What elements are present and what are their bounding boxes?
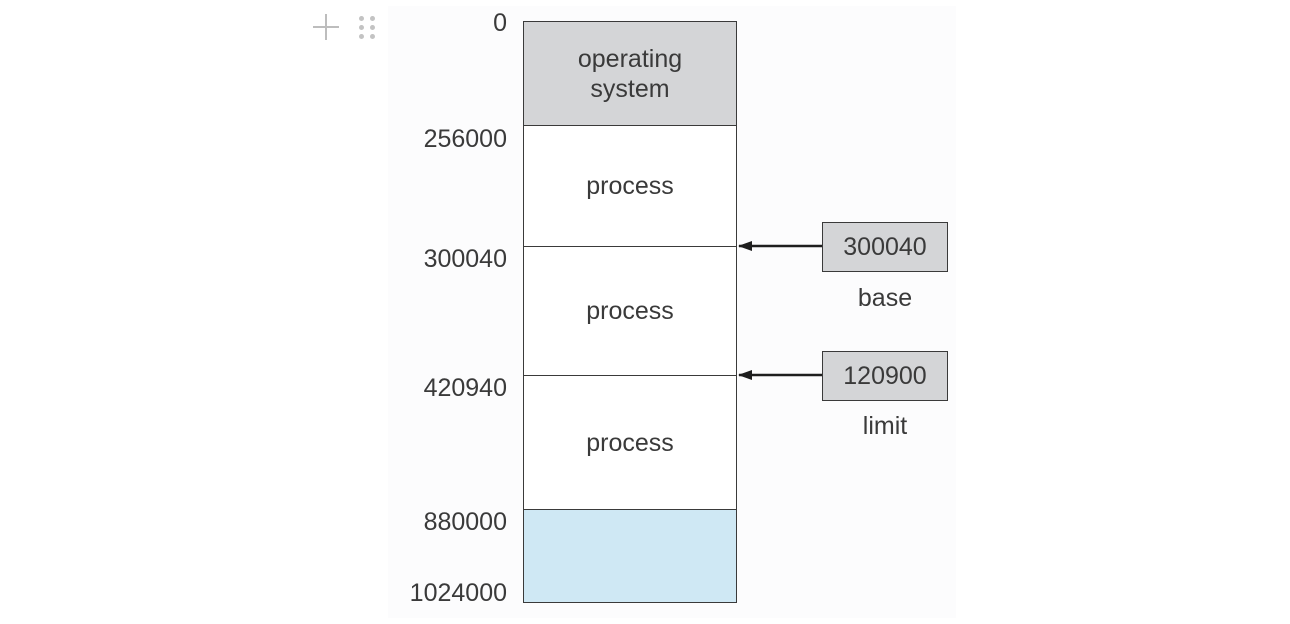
memory-layout: operating system process process process — [523, 21, 737, 603]
limit-register: 120900 — [822, 351, 948, 401]
drag-dots-icon — [359, 15, 375, 39]
process-segment-1: process — [524, 126, 736, 247]
limit-register-label: limit — [862, 412, 908, 440]
address-label: 1024000 — [409, 579, 507, 607]
drag-handle-button[interactable] — [352, 12, 382, 42]
base-register-label: base — [857, 284, 913, 312]
add-block-button[interactable] — [311, 12, 341, 42]
operating-system-segment: operating system — [524, 22, 736, 126]
process-segment-2: process — [524, 247, 736, 376]
address-label: 0 — [493, 9, 507, 37]
free-memory-segment — [524, 510, 736, 602]
address-label: 420940 — [423, 374, 507, 402]
address-label: 256000 — [423, 125, 507, 153]
address-label: 880000 — [423, 508, 507, 536]
process-segment-3: process — [524, 376, 736, 510]
address-label: 300040 — [423, 245, 507, 273]
base-register: 300040 — [822, 222, 948, 272]
